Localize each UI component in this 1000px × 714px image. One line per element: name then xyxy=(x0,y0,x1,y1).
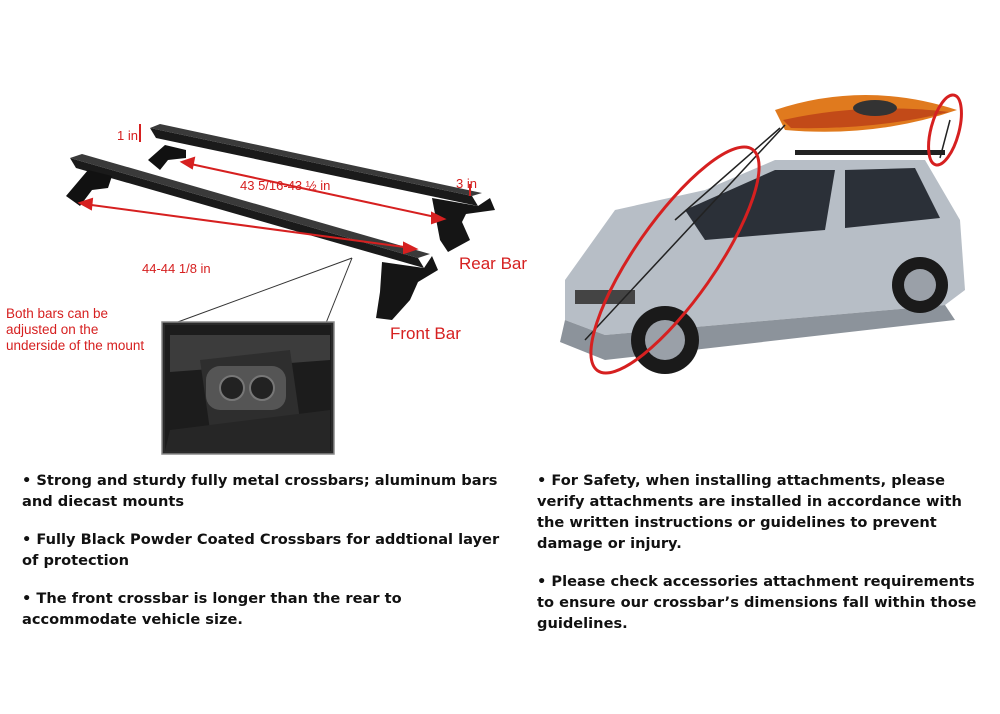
front-crossbar xyxy=(66,154,438,320)
front-bar-label: Front Bar xyxy=(390,324,461,343)
bullet-item: • Please check accessories attachment re… xyxy=(537,573,977,632)
note-line: adjusted on the xyxy=(6,322,99,337)
zoom-lines xyxy=(174,257,353,324)
crossbar-diagram xyxy=(66,124,495,455)
highlight-ellipses xyxy=(589,93,963,375)
bullet-item: • Strong and sturdy fully metal crossbar… xyxy=(22,472,498,510)
feature-bullets-left: • Strong and sturdy fully metal crossbar… xyxy=(22,470,517,647)
note-line: underside of the mount xyxy=(6,338,145,353)
rear-length-label: 43 5/16-43 ½ in xyxy=(240,178,331,193)
mount-closeup-inset xyxy=(161,321,335,455)
kayak xyxy=(775,95,957,132)
note-line: Both bars can be xyxy=(6,306,109,321)
suv-kayak-illustration xyxy=(560,93,965,375)
height-dimension-label: 1 in xyxy=(117,128,138,143)
bullet-item: • Fully Black Powder Coated Crossbars fo… xyxy=(22,531,500,569)
dimension-arrows xyxy=(77,124,471,255)
rear-bar-label: Rear Bar xyxy=(459,254,528,273)
front-length-label: 44-44 1/8 in xyxy=(142,261,211,276)
feature-bullets-right: • For Safety, when installing attachment… xyxy=(537,470,987,651)
suv-car xyxy=(560,160,965,374)
width-dimension-label: 3 in xyxy=(456,176,477,191)
rear-crossbar xyxy=(148,124,495,252)
bullet-item: • For Safety, when installing attachment… xyxy=(537,472,962,552)
tie-down-straps xyxy=(584,119,951,341)
roof-rack xyxy=(795,150,945,155)
adjustment-note: Both bars can be adjusted on the undersi… xyxy=(6,306,166,354)
bullet-item: • The front crossbar is longer than the … xyxy=(22,590,402,628)
